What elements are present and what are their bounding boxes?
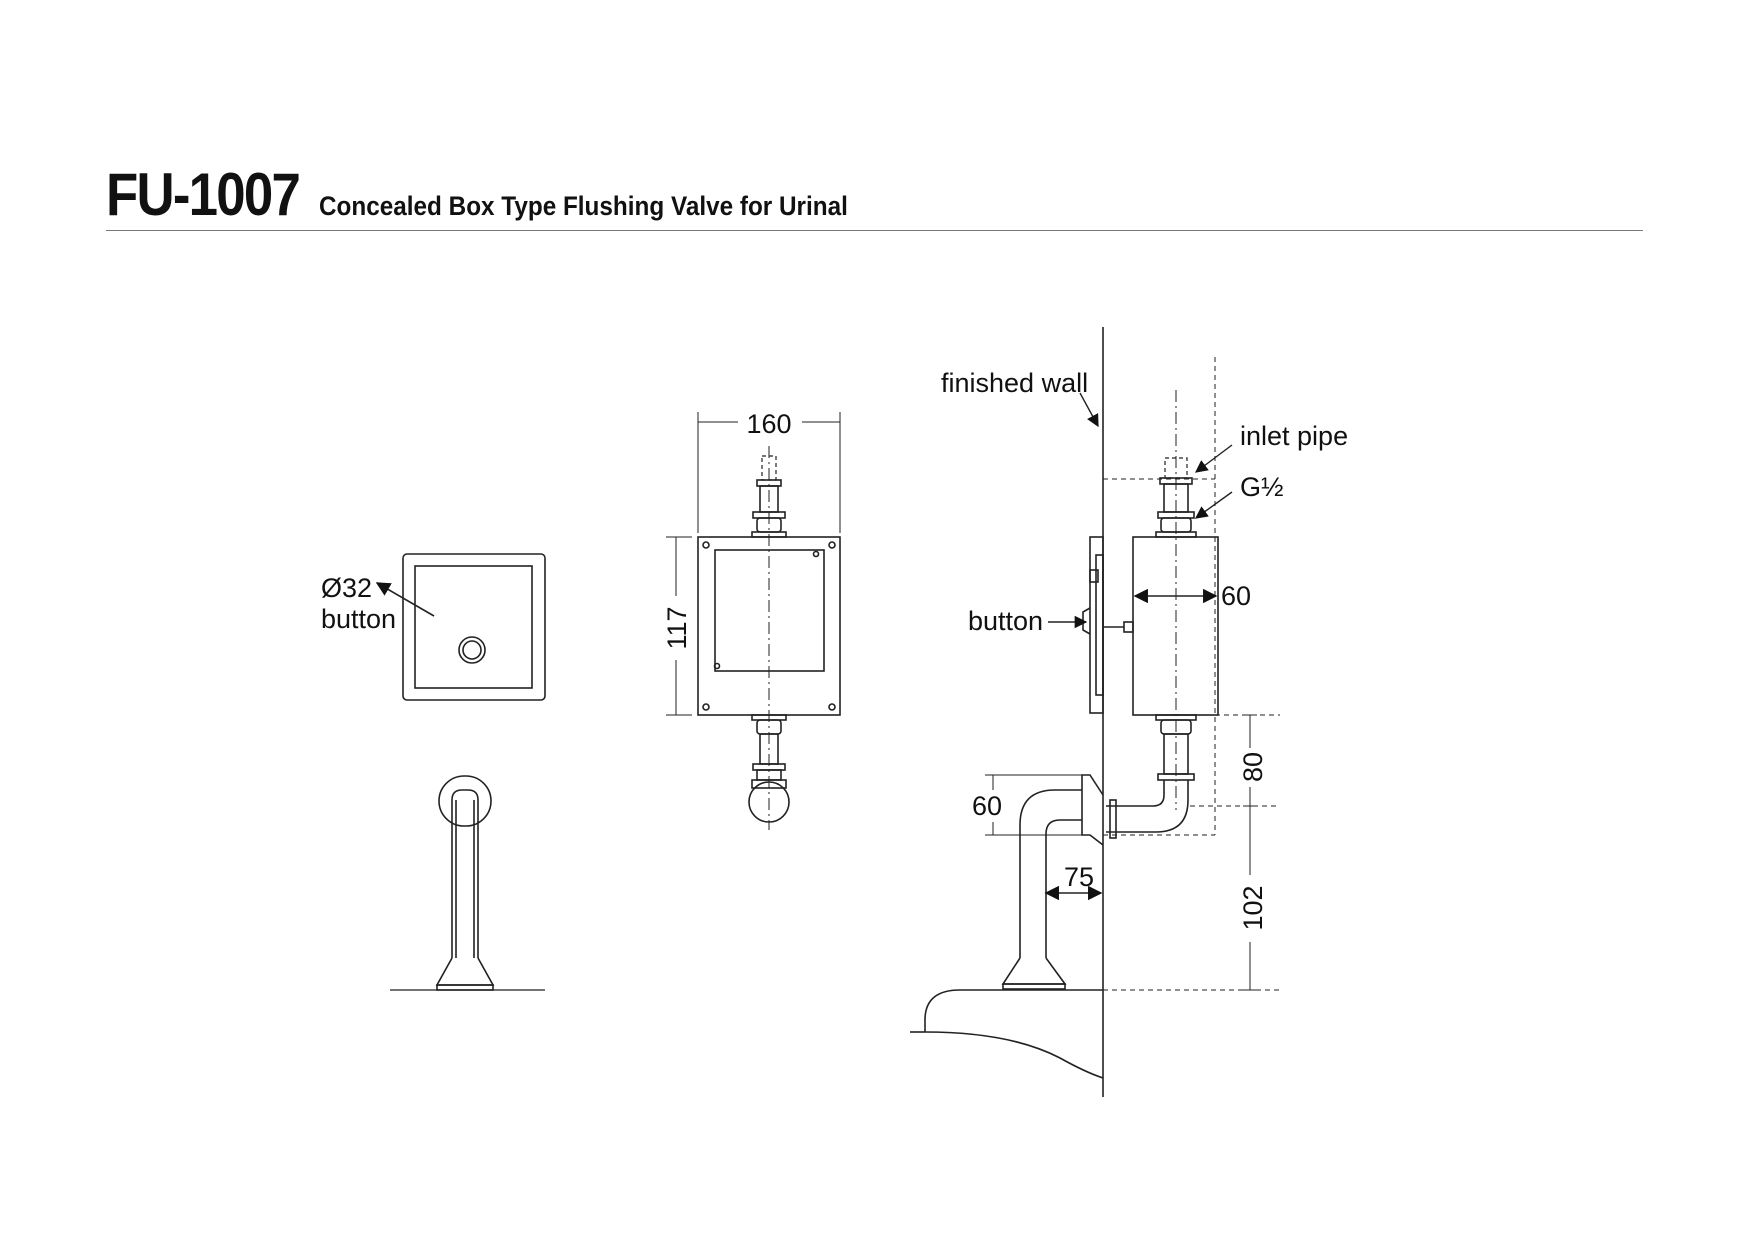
thread-size-label: G½ [1240,472,1284,502]
push-button-outer [458,636,486,664]
dimension-117: 117 [662,606,692,649]
button-leader-arrow [375,582,435,617]
dimension-75: 75 [1064,862,1094,892]
finished-wall-label: finished wall [941,368,1088,398]
product-title: Concealed Box Type Flushing Valve for Ur… [319,191,849,221]
dimension-80: 80 [1238,752,1268,782]
push-button-inner [462,640,482,660]
cover-plate-inner [414,565,533,689]
cover-plate-outer [402,553,546,701]
dimension-160: 160 [746,409,791,439]
wall-leader-arrow [1079,392,1099,428]
button-label-side: button [968,606,1043,636]
button-label-front: button [321,604,396,634]
inlet-pipe-label: inlet pipe [1240,421,1348,451]
title-block: FU-1007 Concealed Box Type Flushing Valv… [106,160,907,229]
diameter-label: Ø32 [321,573,372,603]
dimension-60-outlet: 60 [972,791,1002,821]
model-number: FU-1007 [106,161,301,228]
dimension-60-box: 60 [1221,581,1251,611]
inlet-pipe-arrow [1194,444,1233,473]
outlet-pipe-side-view [390,775,545,991]
g-half-arrow [1194,491,1233,519]
dimension-102: 102 [1238,885,1268,930]
installation-side-view [910,327,1280,1097]
cover-plate-front-view [375,553,546,701]
title-rule [106,230,1643,231]
valve-box-front-view [666,412,841,830]
